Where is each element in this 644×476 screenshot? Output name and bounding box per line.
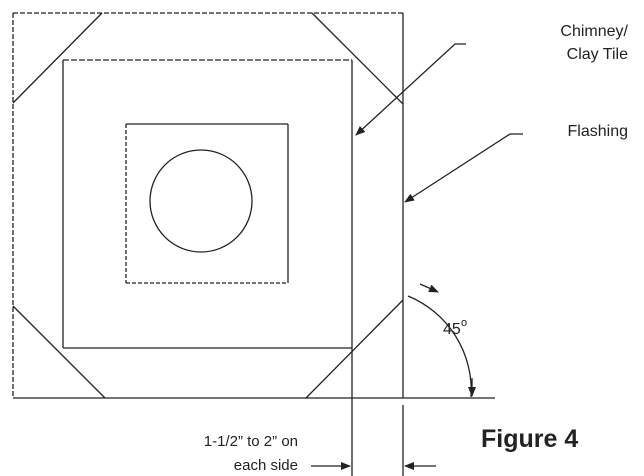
gap-label-line1: 1-1/2” to 2” on (204, 433, 298, 450)
chimney-square (62, 59, 353, 349)
clay-tile-square (125, 123, 289, 284)
outer-square (12, 12, 404, 399)
angle-arrow-top (419, 283, 439, 293)
figure-caption: Figure 4 (481, 425, 578, 453)
gap-label-line2: each side (234, 457, 298, 474)
chimney-leader-arrow (355, 43, 466, 136)
angle-arc (407, 295, 472, 398)
flashing-label: Flashing (568, 123, 628, 140)
chimney-label-line1: Chimney/ (560, 23, 628, 40)
angle-degree-mark: o (461, 317, 467, 329)
flashing-leader-arrow (404, 133, 523, 203)
chimney-label-line2: Clay Tile (567, 46, 628, 63)
corner-cuts (12, 12, 404, 399)
flue-circle (149, 149, 253, 253)
angle-label: 45 (443, 321, 461, 338)
